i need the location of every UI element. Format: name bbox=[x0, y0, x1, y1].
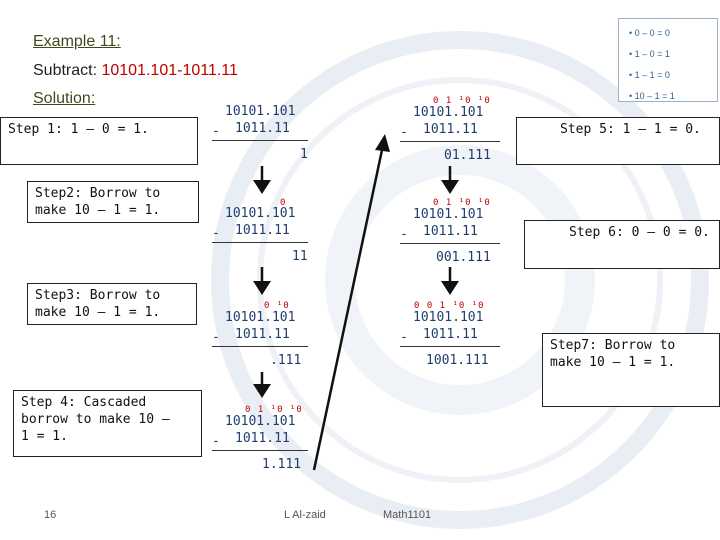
calc-result: 001.111 bbox=[436, 250, 491, 265]
rule-item: • 1 – 0 = 1 bbox=[629, 49, 670, 59]
subtract-expression: 10101.101-1011.11 bbox=[101, 62, 238, 79]
diagonal-arrow bbox=[312, 134, 390, 471]
calc-minuend: 10101.101 bbox=[413, 105, 484, 120]
subtract-label: Subtract: bbox=[33, 62, 98, 79]
minus-sign: - bbox=[400, 227, 408, 242]
calc-rule bbox=[212, 242, 308, 243]
rule-item: • 0 – 0 = 0 bbox=[629, 28, 670, 38]
calc-step-7: 0 0 1 ¹0 ¹0 10101.101 - 1011.11 1001.111 bbox=[400, 301, 505, 371]
calc-step-4: 0 1 ¹0 ¹0 10101.101 - 1011.11 1.111 bbox=[212, 405, 312, 475]
calc-rule bbox=[212, 140, 308, 141]
example-label: Example 11: bbox=[33, 33, 121, 50]
down-arrow-3 bbox=[253, 372, 271, 398]
calc-result: 1 bbox=[300, 147, 308, 162]
calc-subtrahend: 1011.11 bbox=[235, 121, 290, 136]
calc-minuend: 10101.101 bbox=[413, 207, 484, 222]
minus-sign: - bbox=[212, 434, 220, 449]
borrow-marks: 0 0 1 ¹0 ¹0 bbox=[414, 301, 485, 311]
page-number: 16 bbox=[44, 509, 57, 521]
rule-item: • 10 – 1 = 1 bbox=[629, 91, 675, 101]
calc-step-5: 0 1 ¹0 ¹0 10101.101 - 1011.11 01.111 bbox=[400, 96, 505, 164]
step-6-box: Step 6: 0 – 0 = 0. bbox=[524, 220, 720, 269]
calc-minuend: 10101.101 bbox=[225, 310, 296, 325]
calc-subtrahend: 1011.11 bbox=[235, 431, 290, 446]
calc-minuend: 10101.101 bbox=[225, 104, 296, 119]
minus-sign: - bbox=[212, 124, 220, 139]
calc-result: 11 bbox=[292, 249, 308, 264]
example-heading: Example 11: bbox=[33, 33, 121, 51]
problem-statement: Subtract: 10101.101-1011.11 bbox=[33, 62, 238, 80]
course-code: Math1101 bbox=[383, 509, 432, 521]
calc-subtrahend: 1011.11 bbox=[423, 224, 478, 239]
solution-heading: Solution: bbox=[33, 90, 95, 108]
step-2-box: Step2: Borrow to make 10 – 1 = 1. bbox=[27, 181, 199, 223]
borrow-marks: 0 bbox=[280, 198, 287, 208]
calc-step-1: 10101.101 - 1011.11 1 bbox=[212, 104, 312, 164]
borrow-marks: 0 1 ¹0 ¹0 bbox=[245, 405, 303, 415]
calc-subtrahend: 1011.11 bbox=[423, 122, 478, 137]
calc-rule bbox=[400, 243, 500, 244]
minus-sign: - bbox=[212, 226, 220, 241]
calc-step-6: 0 1 ¹0 ¹0 10101.101 - 1011.11 001.111 bbox=[400, 198, 505, 266]
minus-sign: - bbox=[400, 330, 408, 345]
borrow-marks: 0 1 ¹0 ¹0 bbox=[433, 96, 491, 106]
borrow-marks: 0 1 ¹0 ¹0 bbox=[433, 198, 491, 208]
minus-sign: - bbox=[212, 330, 220, 345]
calc-rule bbox=[212, 450, 308, 451]
step-1-box: Step 1: 1 – 0 = 1. bbox=[0, 117, 198, 165]
borrow-marks: 0 ¹0 bbox=[264, 301, 290, 311]
calc-rule bbox=[400, 346, 500, 347]
step-5-box: Step 5: 1 – 1 = 0. bbox=[516, 117, 720, 165]
calc-result: 01.111 bbox=[444, 148, 491, 163]
calc-rule bbox=[400, 141, 500, 142]
step-3-box: Step3: Borrow to make 10 – 1 = 1. bbox=[27, 283, 197, 325]
rule-item: • 1 – 1 = 0 bbox=[629, 70, 670, 80]
calc-result: 1.111 bbox=[262, 457, 302, 472]
subtraction-rules-panel: • 0 – 0 = 0 • 1 – 0 = 1 • 1 – 1 = 0 • 10… bbox=[618, 18, 718, 102]
down-arrow-4 bbox=[441, 166, 459, 194]
calc-result: .111 bbox=[270, 353, 302, 368]
calc-subtrahend: 1011.11 bbox=[235, 223, 290, 238]
calc-subtrahend: 1011.11 bbox=[235, 327, 290, 342]
calc-minuend: 10101.101 bbox=[225, 206, 296, 221]
author-name: L Al-zaid bbox=[284, 509, 326, 521]
calc-minuend: 10101.101 bbox=[413, 310, 484, 325]
solution-label: Solution: bbox=[33, 90, 96, 107]
calc-step-3: 0 ¹0 10101.101 - 1011.11 .111 bbox=[212, 301, 312, 371]
calc-subtrahend: 1011.11 bbox=[423, 327, 478, 342]
step-4-box: Step 4: Cascaded borrow to make 10 – 1 =… bbox=[13, 390, 202, 457]
minus-sign: - bbox=[400, 125, 408, 140]
calc-step-2: 0 10101.101 - 1011.11 11 bbox=[212, 198, 312, 266]
down-arrow-5 bbox=[441, 267, 459, 295]
calc-result: 1001.111 bbox=[426, 353, 489, 368]
step-7-box: Step7: Borrow to make 10 – 1 = 1. bbox=[542, 333, 720, 407]
down-arrow-1 bbox=[253, 166, 271, 194]
down-arrow-2 bbox=[253, 267, 271, 295]
calc-minuend: 10101.101 bbox=[225, 414, 296, 429]
calc-rule bbox=[212, 346, 308, 347]
